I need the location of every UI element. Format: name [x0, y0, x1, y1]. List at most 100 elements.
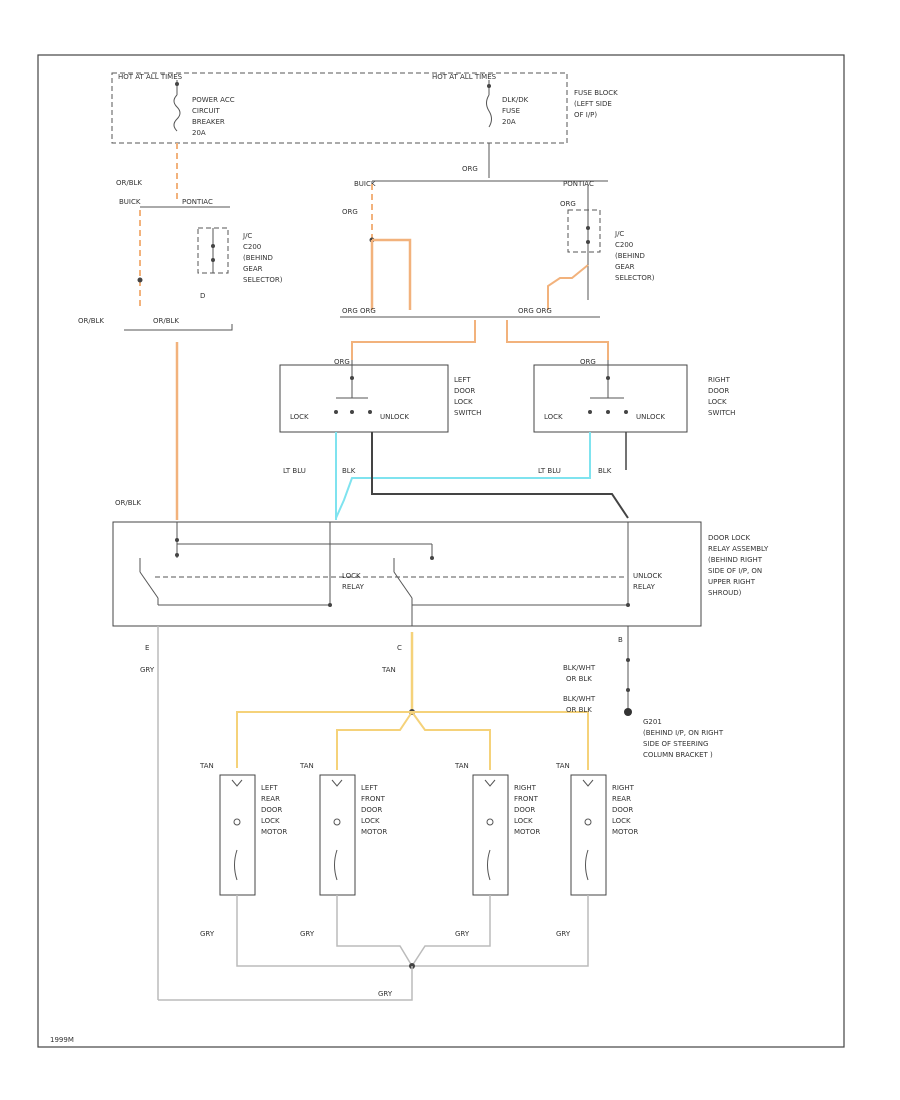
- ground-g201: G201 (BEHIND I/P, ON RIGHT SIDE OF STEER…: [624, 708, 724, 759]
- diagram-frame: [37, 54, 845, 1048]
- motor-left-rear: TAN LEFT REAR DOOR LOCK MOTOR GRY: [199, 762, 287, 938]
- jc-right-5: SELECTOR): [615, 274, 655, 282]
- motor-right-rear-label-2: REAR: [612, 795, 631, 803]
- hot-label-right: HOT AT ALL TIMES: [432, 73, 497, 81]
- left-switch-lock: LOCK: [290, 413, 309, 421]
- jc-left-2: C200: [243, 243, 261, 251]
- relay-label-3: (BEHIND RIGHT: [708, 556, 763, 564]
- split-buick-left: BUICK: [119, 198, 141, 206]
- fuse-block-label-1: FUSE BLOCK: [574, 89, 618, 97]
- split-pontiac-left: PONTIAC: [182, 198, 213, 206]
- motor-right-rear-label-5: MOTOR: [612, 828, 638, 836]
- pin-b: B: [618, 636, 623, 644]
- left-switch-label-4: SWITCH: [454, 409, 481, 417]
- wire-label-gry-bottom: GRY: [378, 990, 393, 998]
- breaker-label-4: 20A: [192, 129, 206, 137]
- pin-d: D: [200, 292, 205, 300]
- left-switch-org: ORG: [334, 358, 350, 366]
- right-switch-unlock: UNLOCK: [636, 413, 665, 421]
- jc-right-1: J/C: [614, 230, 624, 238]
- wire-label-or-blk-left: OR/BLK: [78, 317, 104, 325]
- unlock-relay-label-1: UNLOCK: [633, 572, 662, 580]
- lock-relay-label-2: RELAY: [342, 583, 365, 591]
- relay-label-2: RELAY ASSEMBLY: [708, 545, 769, 553]
- motor-right-rear: TAN RIGHT REAR DOOR LOCK MOTOR GRY: [555, 762, 638, 938]
- jc-left-3: (BEHIND: [243, 254, 273, 262]
- right-power-branch: ORG BUICK PONTIAC ORG ORG J/C C200 (BEHI…: [340, 143, 655, 360]
- motor-right-rear-label-3: DOOR: [612, 806, 633, 814]
- motor-left-rear-label-3: DOOR: [261, 806, 282, 814]
- motor-left-rear-label-2: REAR: [261, 795, 280, 803]
- ground-label-4: COLUMN BRACKET ): [643, 751, 713, 759]
- left-switch-label-2: DOOR: [454, 387, 475, 395]
- left-switch-unlock: UNLOCK: [380, 413, 409, 421]
- motor-right-rear-label-4: LOCK: [612, 817, 631, 825]
- motor-right-front: TAN RIGHT FRONT DOOR LOCK MOTOR GRY: [454, 762, 540, 938]
- hot-label-left: HOT AT ALL TIMES: [118, 73, 183, 81]
- ground-icon: [624, 708, 632, 716]
- motor-right-rear-gry: GRY: [556, 930, 571, 938]
- relay-label-1: DOOR LOCK: [708, 534, 751, 542]
- relay-label-4: SIDE OF I/P, ON: [708, 567, 762, 575]
- fuse-label-2: FUSE: [502, 107, 520, 115]
- wire-label-blk-wht-1: BLK/WHT: [563, 664, 596, 672]
- wire-label-or-blk-top: OR/BLK: [116, 179, 142, 187]
- fuse-block: HOT AT ALL TIMES HOT AT ALL TIMES FUSE B…: [111, 72, 618, 144]
- wire-label-org-right: ORG: [560, 200, 576, 208]
- motor-right-rear-label-1: RIGHT: [612, 784, 635, 792]
- wire-label-org-left: ORG: [342, 208, 358, 216]
- wire-label-blk-wht-3: BLK/WHT: [563, 695, 596, 703]
- ground-label-2: (BEHIND I/P, ON RIGHT: [643, 729, 724, 737]
- ground-label-3: SIDE OF STEERING: [643, 740, 708, 748]
- motor-return-wires: GRY: [158, 895, 589, 1001]
- fuse-block-label-2: (LEFT SIDE: [574, 100, 612, 108]
- wire-label-or-blk-right: OR/BLK: [153, 317, 179, 325]
- right-switch-label-3: LOCK: [708, 398, 727, 406]
- unlock-relay-label-2: RELAY: [633, 583, 656, 591]
- relay-outputs: E GRY C TAN B BLK/WHT OR BLK BLK/WHT OR …: [140, 626, 630, 1000]
- diagram-code: 1999M: [50, 1036, 74, 1044]
- motor-left-rear-label-5: MOTOR: [261, 828, 287, 836]
- ground-label-1: G201: [643, 718, 662, 726]
- right-switch-lock: LOCK: [544, 413, 563, 421]
- left-switch-label-1: LEFT: [454, 376, 471, 384]
- motor-left-front-gry: GRY: [300, 930, 315, 938]
- wire-label-blk-right: BLK: [598, 467, 612, 475]
- door-lock-relay-assembly: DOOR LOCK RELAY ASSEMBLY (BEHIND RIGHT S…: [112, 521, 769, 627]
- jc-left-5: SELECTOR): [243, 276, 283, 284]
- fuse-label-1: DLK/DK: [502, 96, 529, 104]
- wire-label-lt-blu-left: LT BLU: [283, 467, 306, 475]
- motor-left-front-label-5: MOTOR: [361, 828, 387, 836]
- breaker-label-3: BREAKER: [192, 118, 225, 126]
- wire-label-lt-blu-right: LT BLU: [538, 467, 561, 475]
- motor-left-front-label-2: FRONT: [361, 795, 386, 803]
- split-buick-right: BUICK: [354, 180, 376, 188]
- wire-label-blk-wht-2: OR BLK: [566, 675, 592, 683]
- motor-right-front-gry: GRY: [455, 930, 470, 938]
- split-pontiac-right: PONTIAC: [563, 180, 594, 188]
- breaker-label-2: CIRCUIT: [192, 107, 221, 115]
- jc-right-4: GEAR: [615, 263, 635, 271]
- motor-left-front-tan: TAN: [299, 762, 314, 770]
- right-switch-label-1: RIGHT: [708, 376, 731, 384]
- jc-left-1: J/C: [242, 232, 252, 240]
- motor-left-front-label-1: LEFT: [361, 784, 378, 792]
- wire-label-gry-relay: GRY: [140, 666, 155, 674]
- wire-label-org-top: ORG: [462, 165, 478, 173]
- right-switch-label-4: SWITCH: [708, 409, 735, 417]
- motor-right-front-tan: TAN: [454, 762, 469, 770]
- motor-right-front-label-1: RIGHT: [514, 784, 537, 792]
- fuse-block-label-3: OF I/P): [574, 111, 597, 119]
- wire-label-blk-left: BLK: [342, 467, 356, 475]
- motor-left-front-label-3: DOOR: [361, 806, 382, 814]
- right-switch-org: ORG: [580, 358, 596, 366]
- motor-left-front: TAN LEFT FRONT DOOR LOCK MOTOR GRY: [299, 762, 387, 938]
- motor-left-rear-tan: TAN: [199, 762, 214, 770]
- motor-right-front-label-4: LOCK: [514, 817, 533, 825]
- left-power-branch: OR/BLK BUICK PONTIAC J/C C200 (BEHIND GE…: [78, 143, 283, 520]
- jc-right-2: C200: [615, 241, 633, 249]
- wire-label-or-blk-relay: OR/BLK: [115, 499, 141, 507]
- wire-label-org-org-left: ORG ORG: [342, 307, 376, 315]
- left-switch-label-3: LOCK: [454, 398, 473, 406]
